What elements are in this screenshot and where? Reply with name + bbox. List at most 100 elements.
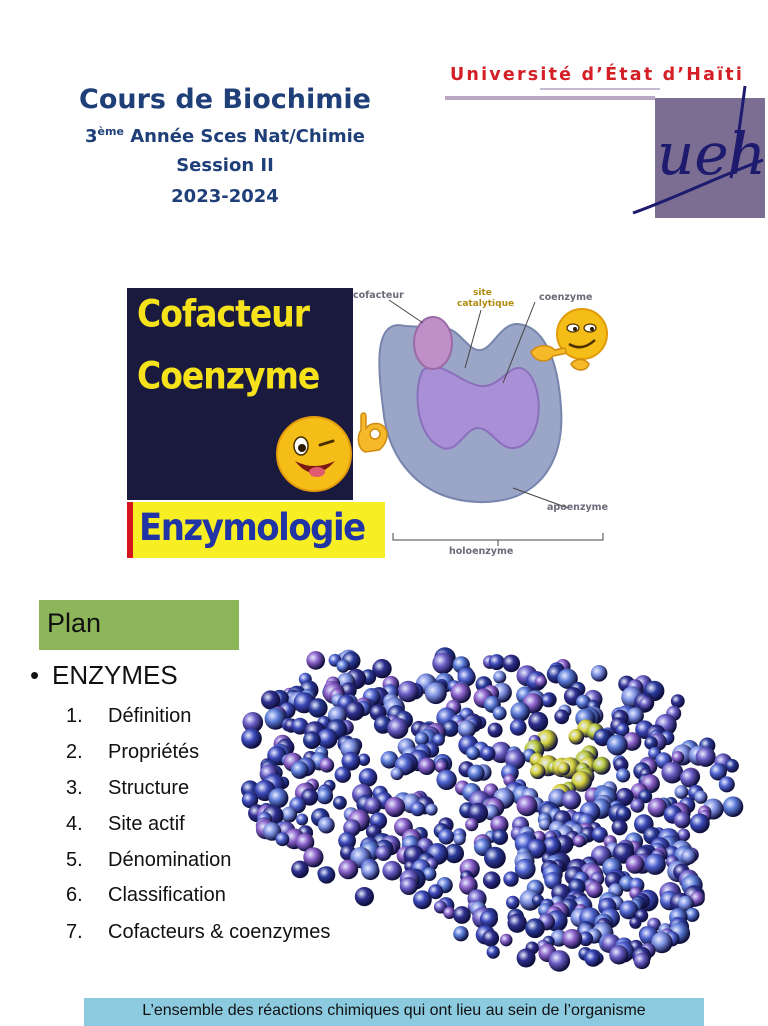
molecule-atom xyxy=(674,785,689,799)
molecule-atom xyxy=(341,751,361,771)
molecule-atom xyxy=(638,789,653,804)
molecule-atom xyxy=(526,838,547,859)
molecule-atom xyxy=(268,788,289,808)
molecule-atom xyxy=(397,680,419,703)
molecule-atom xyxy=(338,859,359,880)
molecule-atom xyxy=(410,801,426,817)
molecule-atom xyxy=(630,798,645,813)
label-cofacteur: cofacteur xyxy=(353,290,404,301)
molecule-atom xyxy=(443,906,456,919)
molecule-atom xyxy=(433,900,447,914)
course-title: Cours de Biochimie xyxy=(79,84,371,115)
molecule-atom xyxy=(670,694,685,708)
course-session: Session II xyxy=(176,155,274,176)
molecule-atom xyxy=(301,788,319,806)
molecule-atom xyxy=(424,682,447,705)
molecule-atom xyxy=(444,843,464,864)
molecule-atom xyxy=(317,816,335,834)
plan-item-label: Propriétés xyxy=(108,741,200,763)
molecule-atom xyxy=(619,900,639,920)
plan-item-label: Dénomination xyxy=(108,849,232,871)
molecule-atom xyxy=(467,764,485,782)
year-number: 3 xyxy=(85,126,98,147)
molecule-atom xyxy=(542,836,562,856)
molecule-atom xyxy=(525,918,545,939)
plan-item-number: 3. xyxy=(66,777,83,799)
caption-text: L’ensemble des réactions chimiques qui o… xyxy=(142,1002,646,1019)
label-site-line2: catalytique xyxy=(457,299,515,309)
label-apoenzyme: apoenzyme xyxy=(547,502,609,513)
molecule-atom xyxy=(466,746,480,760)
molecule-atom xyxy=(384,796,406,818)
plan-item: 1. Définition xyxy=(66,705,191,728)
molecule-atom xyxy=(380,751,399,769)
molecule-atom xyxy=(340,682,357,699)
molecule-atom xyxy=(399,877,418,895)
molecule-atom xyxy=(557,668,578,689)
molecule-atom xyxy=(487,722,503,738)
molecule-atom xyxy=(516,948,536,968)
molecule-atom xyxy=(609,945,629,965)
molecule-atom xyxy=(492,706,507,721)
plan-item-number: 1. xyxy=(66,705,83,727)
university-name: Université d’État d’Haïti xyxy=(450,65,745,85)
molecule-atom xyxy=(725,759,739,773)
plan-item-label: Structure xyxy=(108,777,190,799)
molecule-atom xyxy=(562,928,583,949)
plan-heading-box: Plan xyxy=(39,600,239,650)
enzymologie-title-box: Enzymologie xyxy=(127,502,385,558)
molecule-atom xyxy=(290,761,309,779)
molecule-atom xyxy=(364,797,382,815)
molecule-atom xyxy=(241,791,259,809)
molecule-atom xyxy=(390,767,404,781)
smirk-emoji-icon xyxy=(530,308,608,371)
molecule-atom xyxy=(303,731,321,750)
course-year-line: 3ème Année Sces Nat/Chimie xyxy=(40,125,410,147)
molecule-atom xyxy=(493,670,507,684)
molecule-atom xyxy=(480,746,496,762)
molecule-atom xyxy=(629,916,642,929)
molecule-atom xyxy=(685,907,700,922)
molecule-atom xyxy=(586,881,603,899)
molecule-atom xyxy=(573,834,586,848)
molecule-atom xyxy=(275,832,290,847)
molecule-atom xyxy=(554,709,570,725)
molecule-atom xyxy=(333,795,347,810)
molecule-atom xyxy=(334,766,351,783)
molecule-atom xyxy=(611,819,628,836)
banner-word-coenzyme: Coenzyme xyxy=(137,354,320,398)
molecule-atom xyxy=(422,867,437,881)
molecule-atom xyxy=(482,871,501,889)
molecule-atom xyxy=(647,797,668,818)
molecule-atom xyxy=(303,847,324,868)
molecule-atom xyxy=(442,720,459,737)
molecule-atom xyxy=(432,652,454,675)
molecule-atom xyxy=(338,831,356,850)
plan-item-label: Définition xyxy=(108,705,192,727)
molecule-atom xyxy=(375,845,392,861)
plan-item: 2.Propriétés xyxy=(66,741,199,764)
molecule-atom xyxy=(453,906,471,924)
plan-item: 6.Classification xyxy=(66,884,226,907)
university-logo: Université d’État d’Haïti ueh xyxy=(445,58,765,223)
plan-section: •ENZYMES xyxy=(30,660,178,691)
year-ordinal: ème xyxy=(97,125,124,138)
molecule-atom xyxy=(514,858,536,880)
molecule-atom xyxy=(425,803,438,816)
label-site-line1: site xyxy=(473,288,492,298)
molecule-atom xyxy=(709,763,727,781)
plan-item: 5.Dénomination xyxy=(66,849,231,872)
molecule-atom xyxy=(538,818,552,831)
molecule-atom xyxy=(261,690,281,710)
molecule-atom xyxy=(615,806,632,822)
plan-item: 7.Cofacteurs & coenzymes xyxy=(66,921,330,944)
molecule-atom xyxy=(591,826,608,843)
ok-hand-icon xyxy=(357,412,388,453)
molecule-atom xyxy=(509,718,527,736)
molecule-atom xyxy=(671,751,685,764)
molecule-atom xyxy=(281,806,298,823)
molecule-atom xyxy=(606,734,628,756)
plan-item: 4.Site actif xyxy=(66,813,185,836)
molecule-atom xyxy=(361,861,380,881)
molecule-atom xyxy=(651,931,673,954)
